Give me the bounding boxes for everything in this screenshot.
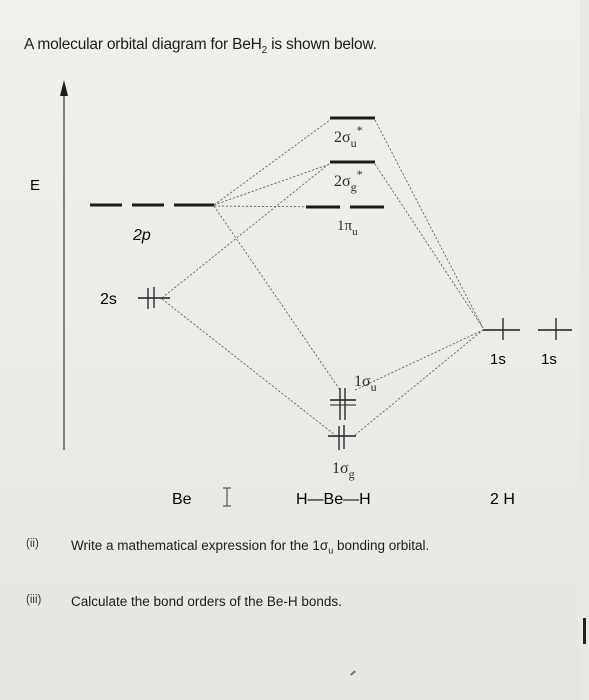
energy-axis-arrowhead xyxy=(60,80,68,96)
molecule-label: H—Be—H xyxy=(296,491,371,508)
be-2s-electrons xyxy=(147,287,155,309)
h-1s-label-right: 1s xyxy=(541,351,557,368)
question-ii-number: (ii) xyxy=(26,538,39,550)
mo-1sigma-g-electrons xyxy=(338,425,345,450)
mo-1sigma-g-label: 1σg xyxy=(332,460,355,481)
text-cursor-icon xyxy=(223,487,231,507)
be-2s-label: 2s xyxy=(100,291,117,308)
mo-1sigma-u-label: 1σu xyxy=(354,373,377,394)
mo-1pi-u-label: 1πu xyxy=(337,218,358,238)
h-1s-label-left: 1s xyxy=(490,351,506,368)
question-iii-number: (iii) xyxy=(26,594,42,606)
pen-mark xyxy=(350,670,356,676)
mo-diagram: E 2p 2s 2σu* xyxy=(30,80,572,508)
question-title: A molecular orbital diagram for BeH2 is … xyxy=(24,36,377,57)
be-atom-label: Be xyxy=(172,491,192,508)
energy-axis-label: E xyxy=(30,177,40,194)
question-ii-text: Write a mathematical expression for the … xyxy=(71,538,430,556)
page-edge-mark xyxy=(583,618,586,644)
mo-2sigma-g-star-label: 2σg* xyxy=(334,167,363,194)
h-1s-orbitals xyxy=(483,318,572,340)
mo-2sigma-u-star-label: 2σu* xyxy=(334,123,363,150)
hydrogen-label: 2 H xyxy=(490,491,515,508)
be-2p-label: 2p xyxy=(132,227,151,244)
question-iii-text: Calculate the bond orders of the Be-H bo… xyxy=(71,594,342,609)
correlation-lines xyxy=(161,119,484,436)
mo-1sigma-u-electrons xyxy=(339,388,346,420)
